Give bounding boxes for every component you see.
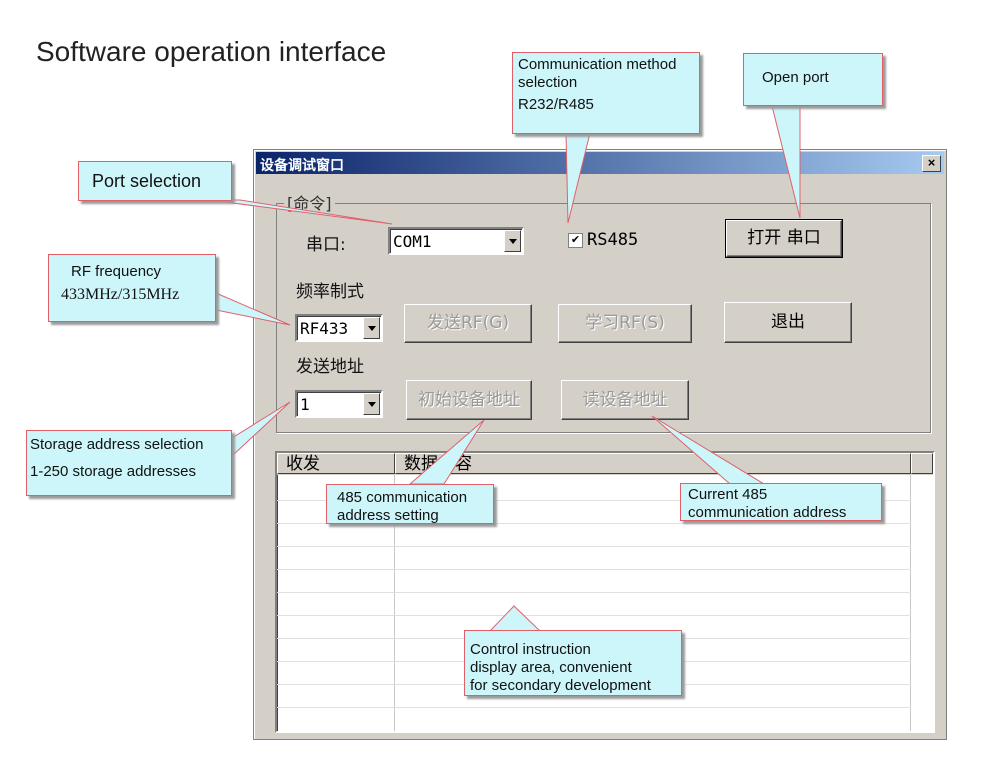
callout-text: Port selection: [92, 171, 202, 191]
send-rf-button[interactable]: 发送RF(G): [404, 304, 532, 343]
callout-storage-address: Storage address selection 1-250 storage …: [26, 430, 232, 496]
init-device-address-button[interactable]: 初始设备地址: [406, 380, 532, 420]
callout-text: Current 485: [688, 486, 768, 503]
rs485-checkbox[interactable]: ✔: [568, 233, 583, 248]
callout-current-address: Current 485 communication address: [680, 483, 882, 521]
column-divider: [394, 475, 395, 731]
list-row-line: [277, 546, 911, 547]
callout-address-setting: 485 communication address setting: [326, 484, 494, 524]
frequency-select[interactable]: RF433: [295, 314, 383, 342]
callout-text: selection: [518, 74, 578, 91]
port-label: 串口:: [306, 235, 346, 255]
command-group-title: [命令]: [284, 190, 335, 214]
column-header-direction[interactable]: 收发: [277, 453, 395, 474]
address-value: 1: [300, 395, 310, 414]
learn-rf-button[interactable]: 学习RF(S): [558, 304, 692, 343]
callout-open-port: Open port: [743, 53, 883, 106]
close-icon[interactable]: ×: [922, 155, 941, 172]
address-select[interactable]: 1: [295, 390, 383, 418]
callout-text: Storage address selection: [30, 436, 204, 453]
frequency-value: RF433: [300, 319, 349, 338]
callout-display-area: Control instruction display area, conven…: [464, 630, 682, 696]
callout-text: RF frequency: [71, 263, 162, 280]
callout-text: display area, convenient: [470, 659, 632, 676]
column-header-data-content[interactable]: 数据内容: [395, 453, 911, 474]
chevron-down-icon[interactable]: [363, 317, 380, 339]
callout-text: for secondary development: [470, 677, 651, 694]
port-select[interactable]: COM1: [388, 227, 524, 255]
port-value: COM1: [393, 232, 432, 251]
callout-text: Communication method: [518, 56, 677, 73]
list-row-line: [277, 592, 911, 593]
callout-rf-frequency: RF frequency 433MHz/315MHz: [48, 254, 216, 322]
window-title: 设备调试窗口: [260, 158, 344, 174]
callout-text: 433MHz/315MHz: [61, 286, 180, 303]
column-divider: [910, 475, 911, 731]
callout-text: 485 communication: [337, 489, 468, 506]
send-address-label: 发送地址: [296, 357, 364, 377]
callout-text: Open port: [762, 69, 829, 86]
list-header: 收发 数据内容: [277, 453, 933, 475]
callout-text: address setting: [337, 507, 439, 524]
chevron-down-icon[interactable]: [363, 393, 380, 415]
window-titlebar[interactable]: 设备调试窗口 ×: [256, 152, 944, 174]
list-row-line: [277, 500, 911, 501]
callout-text: 1-250 storage addresses: [30, 463, 196, 480]
open-port-button[interactable]: 打开 串口: [725, 219, 843, 258]
exit-button[interactable]: 退出: [724, 302, 852, 343]
callout-text: R232/R485: [518, 96, 594, 113]
list-row-line: [277, 615, 911, 616]
list-row-line: [277, 707, 911, 708]
column-header-filler: [911, 453, 933, 474]
list-row-line: [277, 523, 911, 524]
page-title: Software operation interface: [36, 36, 387, 67]
callout-text: communication address: [688, 504, 847, 521]
frequency-label: 频率制式: [296, 282, 364, 302]
chevron-down-icon[interactable]: [504, 230, 521, 252]
callout-port-selection: Port selection: [78, 161, 232, 201]
read-device-address-button[interactable]: 读设备地址: [561, 380, 689, 420]
callout-text: Control instruction: [470, 641, 591, 658]
list-row-line: [277, 569, 911, 570]
callout-comm-method: Communication method selection R232/R485: [512, 52, 700, 134]
rs485-label: RS485: [587, 230, 639, 250]
